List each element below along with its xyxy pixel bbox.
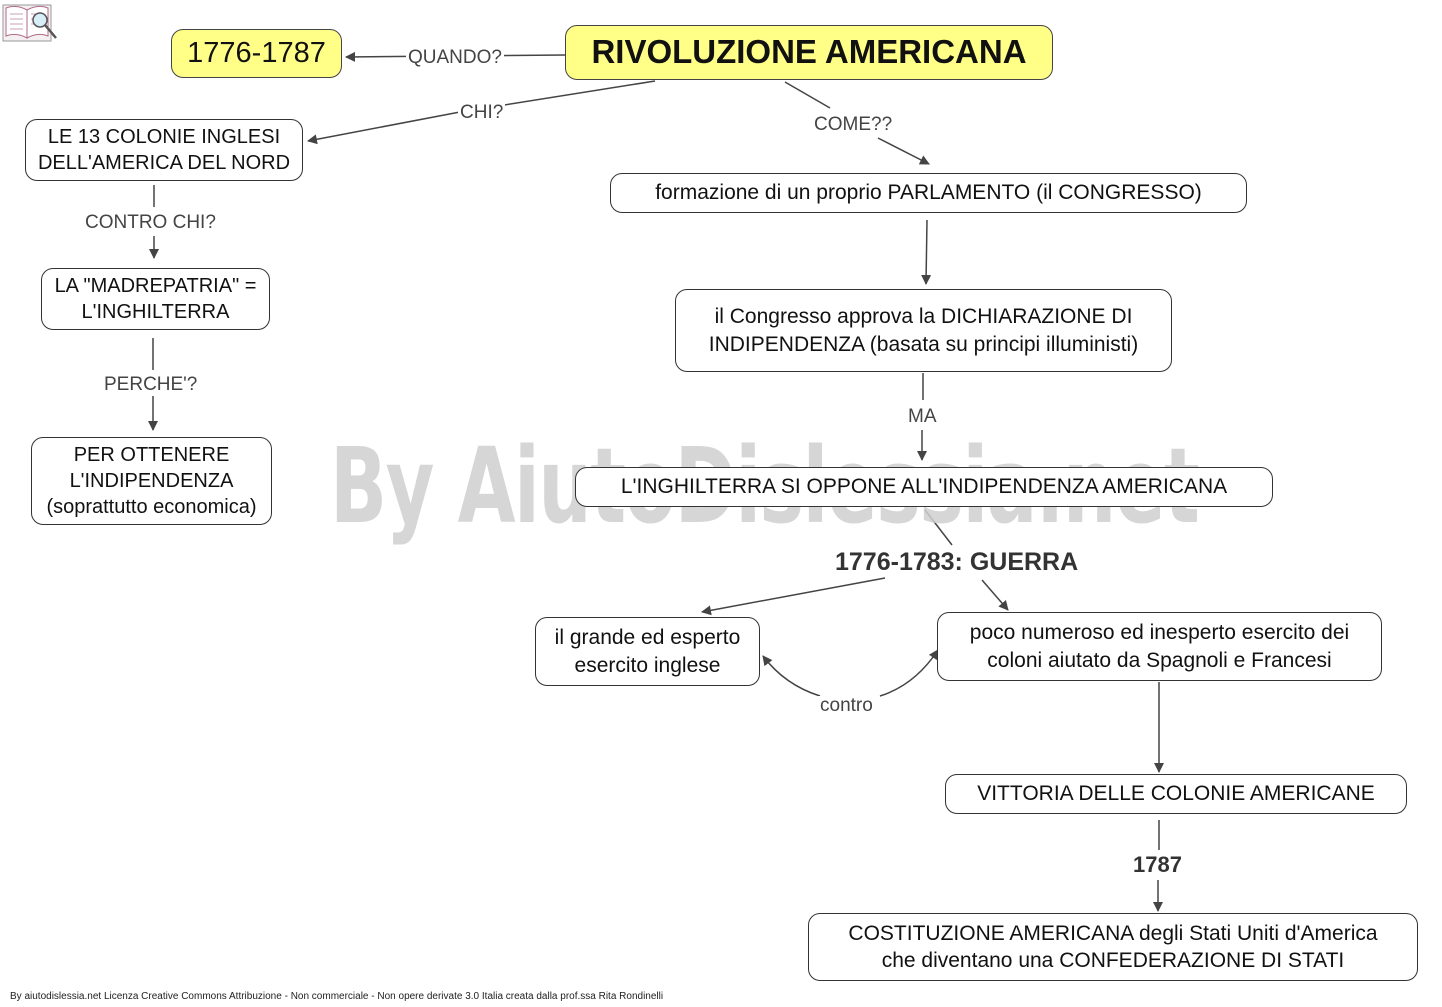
declaration-node[interactable]: il Congresso approva la DICHIARAZIONE DI… [675,289,1172,372]
opposition-node[interactable]: L'INGHILTERRA SI OPPONE ALL'INDIPENDENZA… [575,467,1273,507]
dates-node[interactable]: 1776-1787 [171,29,342,78]
parliament-node[interactable]: formazione di un proprio PARLAMENTO (il … [610,173,1247,213]
link-label-who: CHI? [458,102,506,123]
goal-node[interactable]: PER OTTENERE L'INDIPENDENZA (soprattutto… [31,437,272,525]
english-army-node[interactable]: il grande ed esperto esercito inglese [535,617,760,686]
book-magnifier-icon [2,2,60,49]
title-node[interactable]: RIVOLUZIONE AMERICANA [565,25,1053,80]
victory-node[interactable]: VITTORIA DELLE COLONIE AMERICANE [945,774,1407,814]
colonies-node[interactable]: LE 13 COLONIE INGLESI DELL'AMERICA DEL N… [25,119,303,181]
colonial-army-node[interactable]: poco numeroso ed inesperto esercito dei … [937,612,1382,681]
link-label-against-whom: CONTRO CHI? [83,212,218,233]
link-label-against: contro [818,695,875,716]
link-label-war: 1776-1783: GUERRA [833,548,1081,576]
link-label-why: PERCHE'? [102,374,200,395]
motherland-node[interactable]: LA "MADREPATRIA" = L'INGHILTERRA [41,268,270,330]
link-label-but: MA [906,406,939,427]
link-label-when: QUANDO? [406,47,504,68]
constitution-node[interactable]: COSTITUZIONE AMERICANA degli Stati Uniti… [808,913,1418,981]
link-label-year: 1787 [1131,852,1184,877]
license-footer: By aiutodislessia.net Licenza Creative C… [10,991,664,1002]
link-label-how: COME?? [812,114,895,135]
